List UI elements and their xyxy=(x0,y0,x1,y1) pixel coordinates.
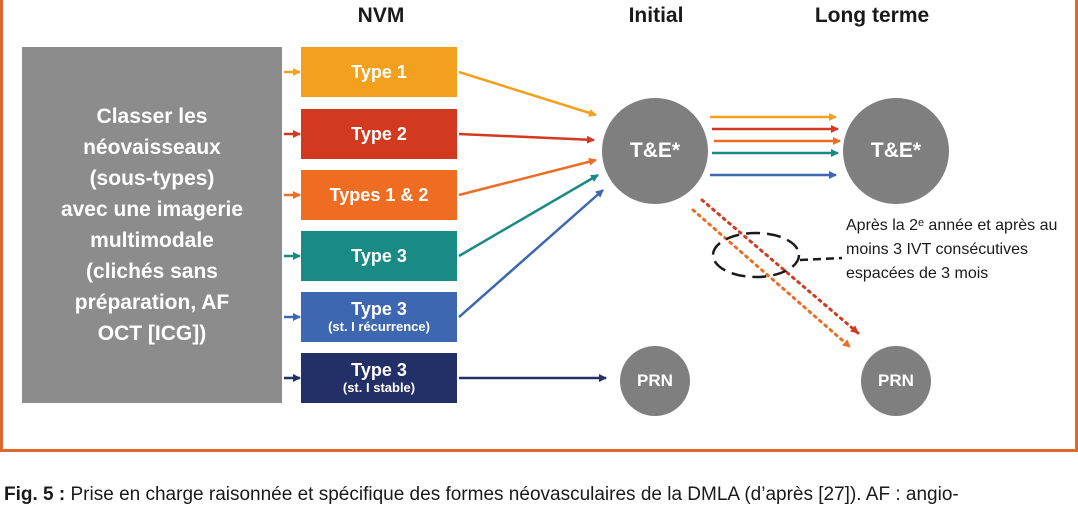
type-box-2: Type 2 xyxy=(301,109,457,159)
arrow-type3rec-te xyxy=(458,189,604,318)
type-label: Type 1 xyxy=(351,62,407,82)
te-initial-label: T&E* xyxy=(629,139,681,162)
caption-prefix: Fig. 5 : xyxy=(4,484,66,505)
note-text: Après la 2ᵉ année et après au moins 3 IV… xyxy=(846,217,1058,282)
type-label: Type 2 xyxy=(351,124,407,144)
header-initial: Initial xyxy=(628,4,684,27)
type-box-1: Type 1 xyxy=(301,47,457,97)
prn-initial-circle: PRN xyxy=(620,346,690,416)
arrow-type12-te xyxy=(458,157,597,197)
classify-box: Classer les néovaisseaux (sous-types) av… xyxy=(22,47,282,403)
arrow-dotted-red xyxy=(700,198,860,335)
dashed-ellipse xyxy=(711,231,801,279)
ellipse-connector xyxy=(799,256,843,262)
arrow-type3-te xyxy=(458,173,599,258)
header-nvm: NVM xyxy=(357,4,405,27)
type-sublabel: (st. I stable) xyxy=(342,380,416,395)
type-sublabel: (st. I récurrence) xyxy=(328,319,430,334)
arrow-type1-te xyxy=(458,70,597,117)
te-long-circle: T&E* xyxy=(843,98,949,204)
type-box-1-2: Types 1 & 2 xyxy=(301,170,457,220)
type-box-3-recurrence: Type 3 (st. I récurrence) xyxy=(301,292,457,342)
te-long-label: T&E* xyxy=(870,139,922,162)
te-initial-circle: T&E* xyxy=(602,98,708,204)
prn-long-circle: PRN xyxy=(861,346,931,416)
type-box-3-stable: Type 3 (st. I stable) xyxy=(301,353,457,403)
type-label: Type 3 xyxy=(351,360,407,380)
prn-long-label: PRN xyxy=(878,371,914,390)
diagram-frame xyxy=(0,0,1078,452)
type-box-3: Type 3 xyxy=(301,231,457,281)
header-long-term: Long terme xyxy=(814,4,930,27)
caption-text: Prise en charge raisonnée et spécifique … xyxy=(65,484,959,505)
arrow-dotted-orange xyxy=(691,208,852,349)
type-label: Type 3 xyxy=(351,299,407,319)
arrow-type2-te xyxy=(458,132,595,144)
figure-caption: Fig. 5 : Prise en charge raisonnée et sp… xyxy=(4,484,1078,506)
classify-text: Classer les néovaisseaux (sous-types) av… xyxy=(60,105,244,345)
type-label: Type 3 xyxy=(351,246,407,266)
arrows-layer xyxy=(284,68,860,382)
prn-initial-label: PRN xyxy=(637,371,673,390)
type-label: Types 1 & 2 xyxy=(329,185,429,205)
